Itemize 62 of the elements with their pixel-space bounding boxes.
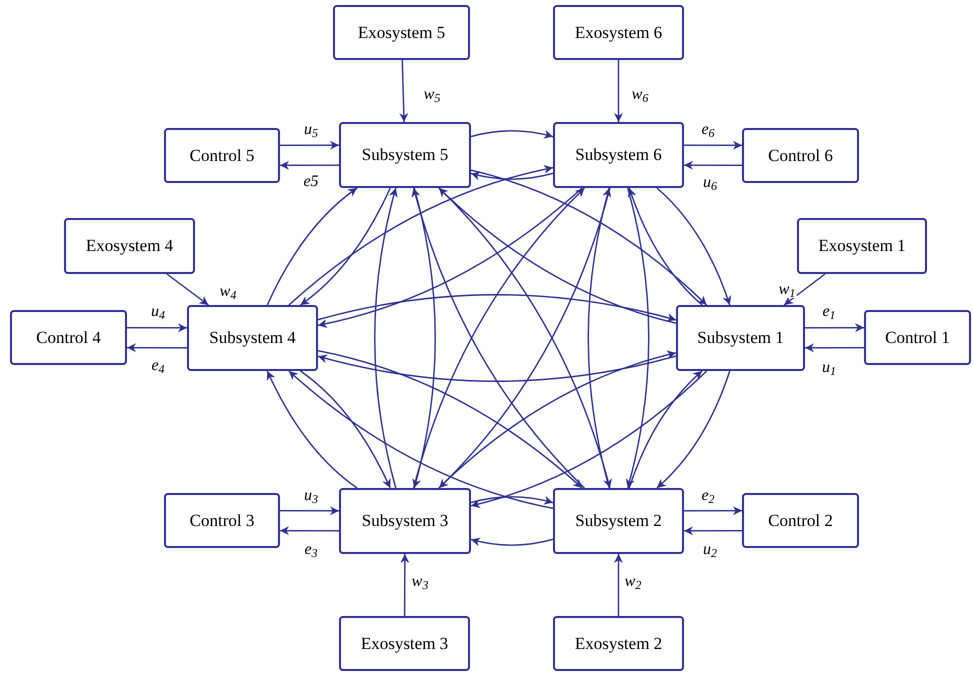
- process-box: Exosystem 1: [797, 218, 927, 274]
- process-box: Control 6: [742, 128, 859, 183]
- process-box: Subsystem 3: [339, 488, 471, 554]
- arrow: [684, 140, 742, 150]
- arrow: [318, 187, 583, 328]
- arrow: [288, 370, 554, 510]
- arrow: [805, 323, 864, 332]
- arrow: [470, 130, 554, 139]
- arrow: [684, 506, 742, 516]
- process-box: Subsystem 6: [553, 122, 684, 188]
- arrow: [626, 188, 650, 488]
- arrow: [470, 370, 708, 508]
- process-box: Exosystem 2: [553, 616, 684, 671]
- process-box: Control 3: [164, 493, 280, 548]
- arrow: [280, 506, 339, 516]
- arrow: [614, 554, 623, 616]
- arrow: [614, 60, 623, 122]
- process-box: Subsystem 2: [553, 488, 684, 554]
- arrow: [656, 370, 730, 489]
- arrow: [412, 188, 436, 488]
- arrow: [400, 554, 410, 616]
- arrow: [470, 170, 708, 306]
- arrow: [280, 140, 339, 150]
- arrow: [280, 160, 339, 170]
- arrow: [288, 165, 554, 306]
- arrow: [280, 526, 339, 536]
- process-box: Exosystem 5: [333, 5, 470, 60]
- process-box: Control 1: [864, 310, 971, 365]
- arrow: [399, 60, 408, 122]
- arrow: [438, 187, 676, 324]
- arrow: [374, 188, 398, 488]
- process-box: Exosystem 4: [64, 218, 195, 274]
- arrow: [127, 323, 187, 332]
- arrow: [127, 343, 187, 352]
- process-box: Control 5: [164, 128, 280, 183]
- arrow: [166, 273, 209, 306]
- arrow: [318, 294, 676, 322]
- arrow: [684, 526, 742, 536]
- arrow: [438, 350, 676, 489]
- process-box: Exosystem 3: [339, 616, 470, 671]
- arrow: [266, 187, 358, 306]
- arrow: [300, 370, 391, 488]
- process-box: Control 2: [742, 493, 859, 548]
- arrow: [470, 496, 554, 505]
- arrow: [318, 354, 676, 382]
- arrow: [684, 160, 742, 170]
- process-box: Exosystem 6: [553, 5, 684, 60]
- arrow: [628, 188, 703, 306]
- arrow: [805, 343, 864, 352]
- arrow: [318, 350, 583, 489]
- process-box: Control 4: [10, 310, 127, 365]
- process-box: Subsystem 4: [187, 305, 318, 371]
- arrow: [266, 370, 358, 489]
- arrow: [784, 273, 826, 306]
- arrow: [470, 537, 554, 546]
- arrow: [628, 370, 703, 488]
- process-box: Subsystem 1: [676, 305, 805, 371]
- arrow: [300, 188, 391, 306]
- arrow: [656, 187, 732, 306]
- process-box: Subsystem 5: [339, 122, 471, 188]
- arrow: [588, 188, 612, 488]
- arrow: [470, 171, 554, 180]
